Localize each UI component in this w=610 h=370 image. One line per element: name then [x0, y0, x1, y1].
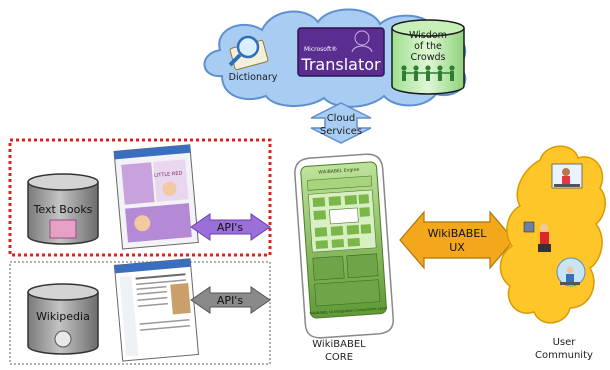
- wisdom-line1: Wisdom: [409, 30, 447, 41]
- text-books-screenshot: LITTLE RED: [113, 144, 199, 250]
- cloud-services-arrow: Cloud Services: [310, 102, 372, 144]
- wikipedia-api-label: API's: [217, 294, 243, 307]
- wikibabel-ux-arrow: WikiBABEL UX: [399, 210, 515, 270]
- wikipedia-api-arrow: API's: [190, 286, 271, 314]
- person-at-computer-icon-bottom: [556, 257, 586, 287]
- wikipedia-globe-icon: [54, 330, 72, 348]
- wisdom-of-the-crowds-cylinder: Wisdom of the Crowds: [391, 19, 465, 95]
- book-title: LITTLE RED: [154, 171, 183, 179]
- book-cover-icon: [49, 219, 77, 239]
- translator-brand: Microsoft®: [304, 46, 337, 53]
- cloud-services-line1: Cloud: [327, 113, 356, 124]
- wikipedia-screenshot: [113, 258, 200, 362]
- text-books-cylinder: Text Books: [27, 173, 99, 245]
- person-at-computer-icon-middle: [523, 221, 551, 252]
- user-community-cloud: User Community: [499, 145, 606, 361]
- wikibabel-core-panel: WikiBABEL Engine WikiBABEL UI Integratio…: [294, 153, 394, 363]
- cloud-services-line2: Services: [320, 126, 362, 137]
- core-panel-footer: WikiBABEL UI Integration Components Laye…: [310, 306, 389, 315]
- core-panel-header: WikiBABEL Engine: [318, 167, 359, 176]
- person-at-desk-icon-top: [551, 163, 583, 189]
- community-label-line1: User: [553, 337, 577, 348]
- text-books-api-arrow: API's: [190, 213, 271, 241]
- core-label-line2: CORE: [325, 352, 353, 363]
- person-outline-icon: [354, 30, 370, 46]
- ux-label-line2: UX: [449, 241, 465, 254]
- magnifier-icon: [236, 35, 260, 59]
- crowd-people-icon: [401, 65, 455, 81]
- dictionary-item: Dictionary: [228, 35, 278, 83]
- wikipedia-source-box: [9, 261, 271, 365]
- community-label-line2: Community: [535, 350, 593, 361]
- translator-logo: Microsoft® Translator: [297, 27, 385, 77]
- dictionary-label: Dictionary: [229, 72, 278, 83]
- ux-label-line1: WikiBABEL: [428, 227, 488, 240]
- core-label-line1: WikiBABEL: [312, 339, 366, 350]
- wisdom-line3: Crowds: [411, 52, 446, 63]
- wisdom-line2: of the: [414, 41, 442, 52]
- wikipedia-cylinder: Wikipedia: [27, 283, 99, 355]
- core-engine-logo: [329, 207, 359, 225]
- text-books-source-box: [8, 138, 272, 257]
- text-books-label: Text Books: [33, 203, 93, 216]
- wikipedia-label: Wikipedia: [36, 310, 90, 323]
- translator-label: Translator: [300, 55, 381, 74]
- text-books-api-label: API's: [217, 221, 243, 234]
